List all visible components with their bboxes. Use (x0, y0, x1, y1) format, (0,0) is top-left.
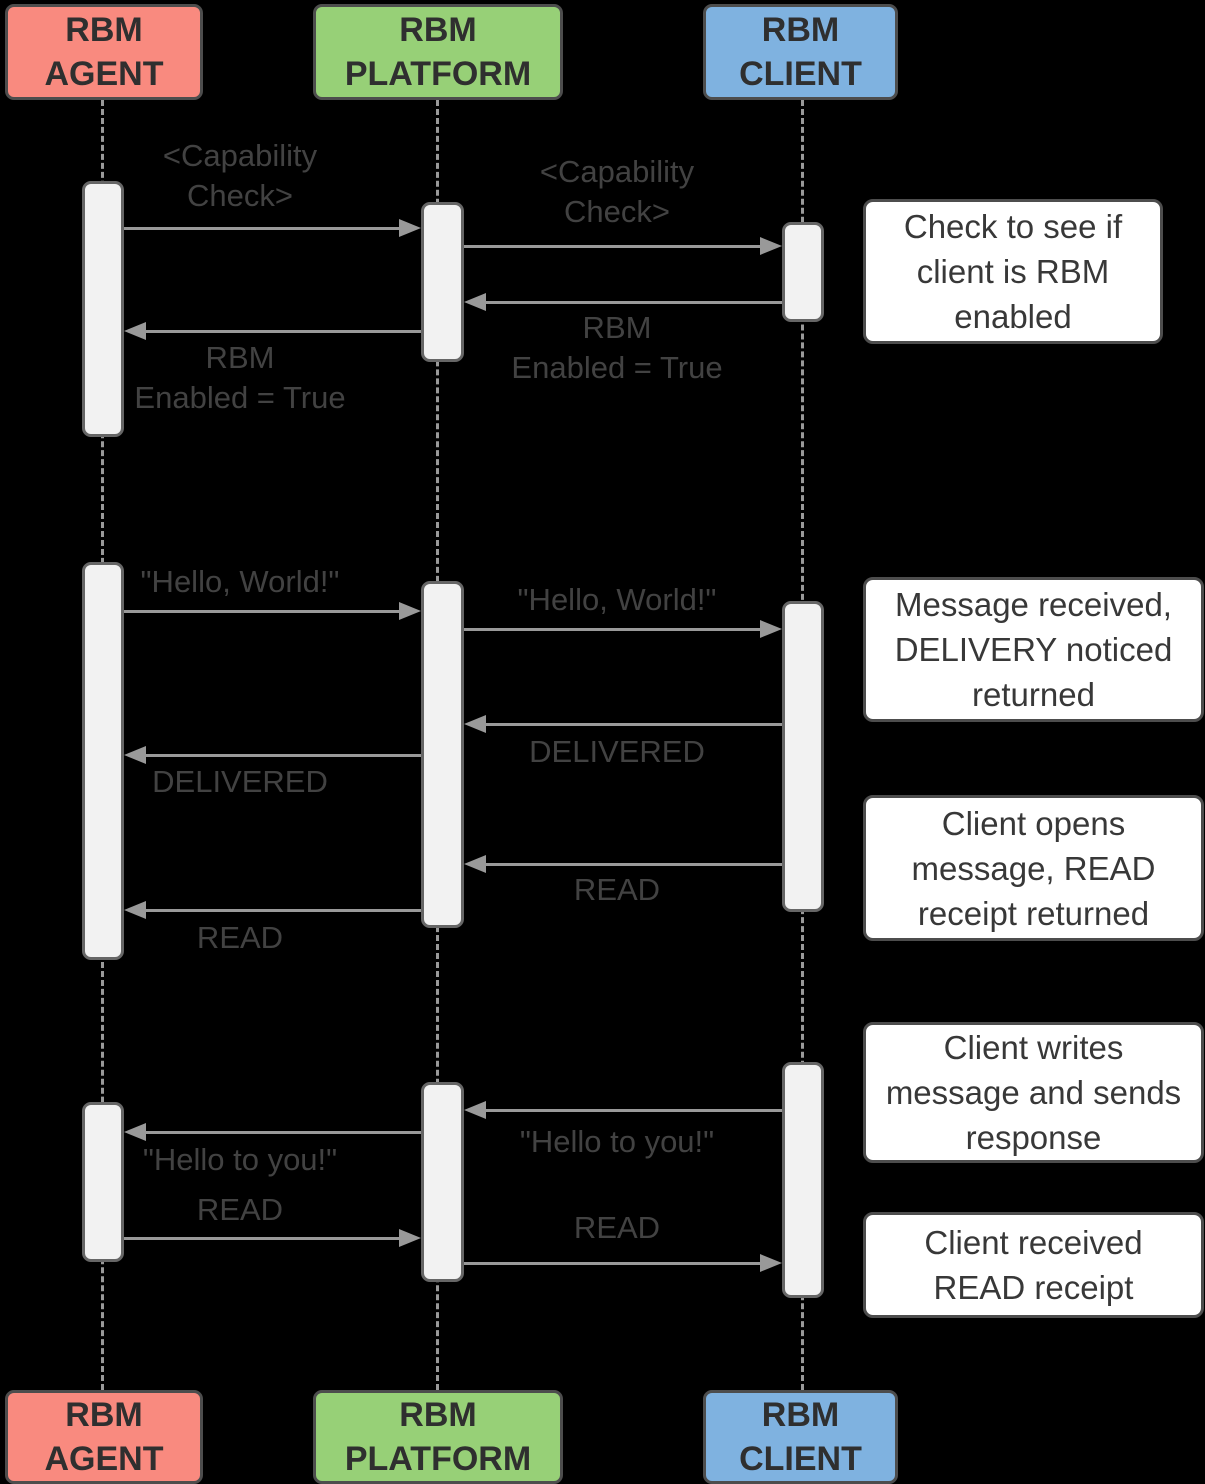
actor-client-bottom: RBM CLIENT (703, 1390, 898, 1484)
arrow-delivered-client-to-platform (464, 713, 782, 735)
arrow-read-client-to-platform (464, 853, 782, 875)
arrowhead-icon (399, 1229, 421, 1247)
message-label: "Hello, World!" (140, 564, 340, 599)
client-activation-1 (782, 222, 824, 322)
actor-platform-bottom: RBM PLATFORM (313, 1390, 563, 1484)
message-label: <Capability Check> (539, 154, 695, 229)
message-label: "Hello to you!" (142, 1142, 338, 1177)
arrowhead-icon (124, 746, 146, 764)
actor-platform-top: RBM PLATFORM (313, 4, 563, 100)
actor-agent-bottom: RBM AGENT (5, 1390, 203, 1484)
arrow-hello-world-platform-to-client (464, 618, 782, 640)
platform-activation-1 (421, 202, 464, 362)
platform-activation-3 (421, 1082, 464, 1282)
arrowhead-icon (760, 237, 782, 255)
message-label: "Hello to you!" (519, 1124, 715, 1159)
agent-activation-2 (82, 562, 124, 960)
arrow-rbm-enabled-client-to-platform (464, 291, 782, 313)
agent-activation-1 (82, 181, 124, 437)
arrowhead-icon (124, 901, 146, 919)
note-message-received: Message received, DELIVERY noticed retur… (863, 577, 1204, 722)
arrow-hello-world-agent-to-platform (124, 600, 421, 622)
actor-client-top: RBM CLIENT (703, 4, 898, 100)
client-activation-2 (782, 601, 824, 912)
message-label: "Hello, World!" (517, 582, 717, 617)
arrow-hello-to-you-client-to-platform (464, 1099, 782, 1121)
arrow-capability-check-platform-to-client (464, 235, 782, 257)
message-label: READ (573, 872, 661, 907)
actor-agent-top: RBM AGENT (5, 4, 203, 100)
message-label: READ (196, 1192, 284, 1227)
message-label: READ (573, 1210, 661, 1245)
client-activation-3 (782, 1062, 824, 1298)
arrowhead-icon (464, 715, 486, 733)
arrow-read-platform-to-agent (124, 899, 421, 921)
note-capability-check: Check to see if client is RBM enabled (863, 199, 1163, 344)
arrow-rbm-enabled-platform-to-agent (124, 320, 421, 342)
message-label: DELIVERED (152, 764, 328, 799)
platform-activation-2 (421, 581, 464, 928)
note-read-receipt: Client received READ receipt (863, 1212, 1204, 1318)
arrowhead-icon (399, 219, 421, 237)
arrowhead-icon (464, 1101, 486, 1119)
arrow-read-agent-to-platform (124, 1227, 421, 1249)
message-label: DELIVERED (529, 734, 705, 769)
arrowhead-icon (124, 1123, 146, 1141)
message-label: <Capability Check> (162, 138, 318, 213)
message-label: RBM Enabled = True (134, 340, 346, 415)
arrow-hello-to-you-platform-to-agent (124, 1121, 421, 1143)
arrowhead-icon (760, 620, 782, 638)
arrowhead-icon (399, 602, 421, 620)
arrowhead-icon (464, 855, 486, 873)
arrow-capability-check-agent-to-platform (124, 217, 421, 239)
arrow-read-platform-to-client (464, 1252, 782, 1274)
arrow-delivered-platform-to-agent (124, 744, 421, 766)
arrowhead-icon (464, 293, 486, 311)
agent-activation-3 (82, 1102, 124, 1262)
arrowhead-icon (760, 1254, 782, 1272)
note-client-opens: Client opens message, READ receipt retur… (863, 795, 1204, 941)
message-label: READ (196, 920, 284, 955)
message-label: RBM Enabled = True (511, 310, 723, 385)
arrowhead-icon (124, 322, 146, 340)
note-client-writes: Client writes message and sends response (863, 1022, 1204, 1163)
